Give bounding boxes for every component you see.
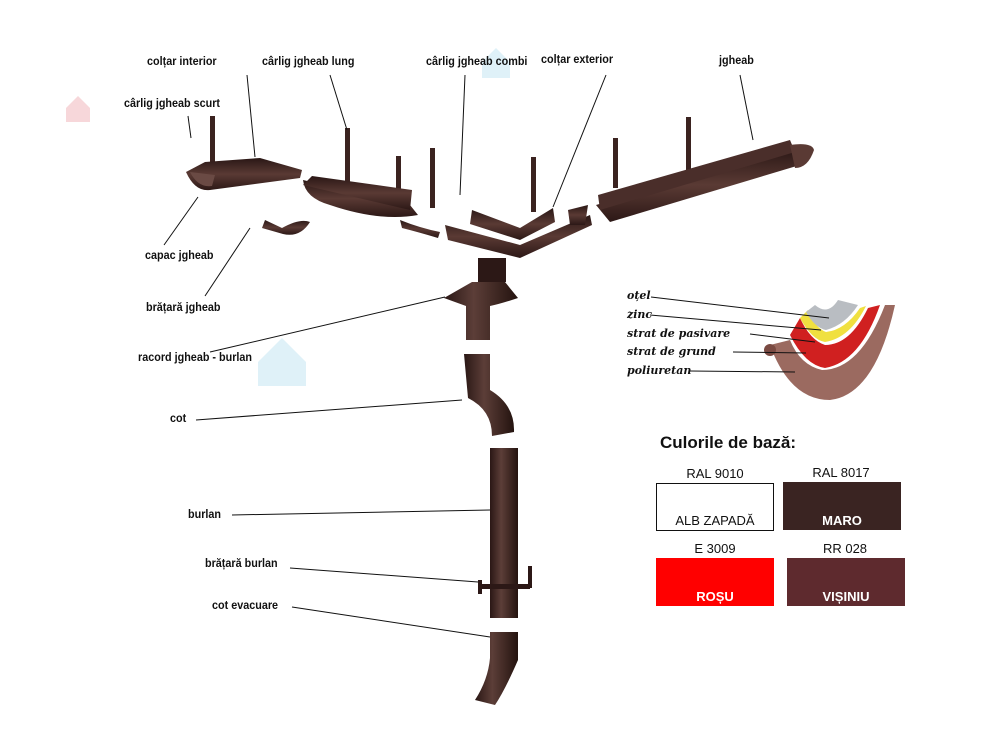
color-name: MARO [822,513,862,528]
color-code: RR 028 [822,541,868,556]
label-racord: racord jgheab - burlan [138,350,253,364]
label-coltar-exterior: colțar exterior [541,52,614,66]
color-code: RAL 8017 [812,465,870,480]
layer-label-grund: strat de grund [627,345,716,358]
layer-label-poliuretan: poliuretan [627,364,692,377]
gutter-parts [186,140,814,258]
label-bratara-jgheab: brățară jgheab [146,300,221,314]
label-burlan: burlan [188,507,222,521]
color-code: RAL 9010 [686,466,744,481]
color-swatch-white: ALB ZAPADĂ [656,483,774,531]
label-cot: cot [170,411,187,425]
house-watermark-icon [66,48,510,386]
colors-title: Culorile de bază: [660,433,797,452]
label-coltar-interior: colțar interior [147,54,217,68]
layer-label-zinc: zinc [627,308,653,321]
color-swatch-red: ROȘU [656,558,774,606]
color-swatch-burgundy: VIȘINIU [787,558,905,606]
color-name: VIȘINIU [822,589,870,604]
label-capac-jgheab: capac jgheab [145,248,214,262]
layer-profile-image [764,300,895,400]
leader-lines [163,74,830,638]
label-carlig-jgheab-scurt: cârlig jgheab scurt [124,96,221,110]
color-code: E 3009 [694,541,736,556]
label-bratara-burlan: brățară burlan [205,556,278,570]
label-cot-evacuare: cot evacuare [212,598,279,612]
label-carlig-jgheab-lung: cârlig jgheab lung [262,54,355,68]
color-name: ALB ZAPADĂ [675,513,755,528]
label-jgheab: jgheab [719,53,754,67]
layer-label-otel: oțel [627,289,651,302]
color-name: ROȘU [696,589,734,604]
downpipe-parts [444,258,532,705]
label-carlig-jgheab-combi: cârlig jgheab combi [426,54,528,68]
color-swatch-brown: MARO [783,482,901,530]
layer-label-pasivare: strat de pasivare [627,327,731,340]
hook-rods [210,116,691,212]
